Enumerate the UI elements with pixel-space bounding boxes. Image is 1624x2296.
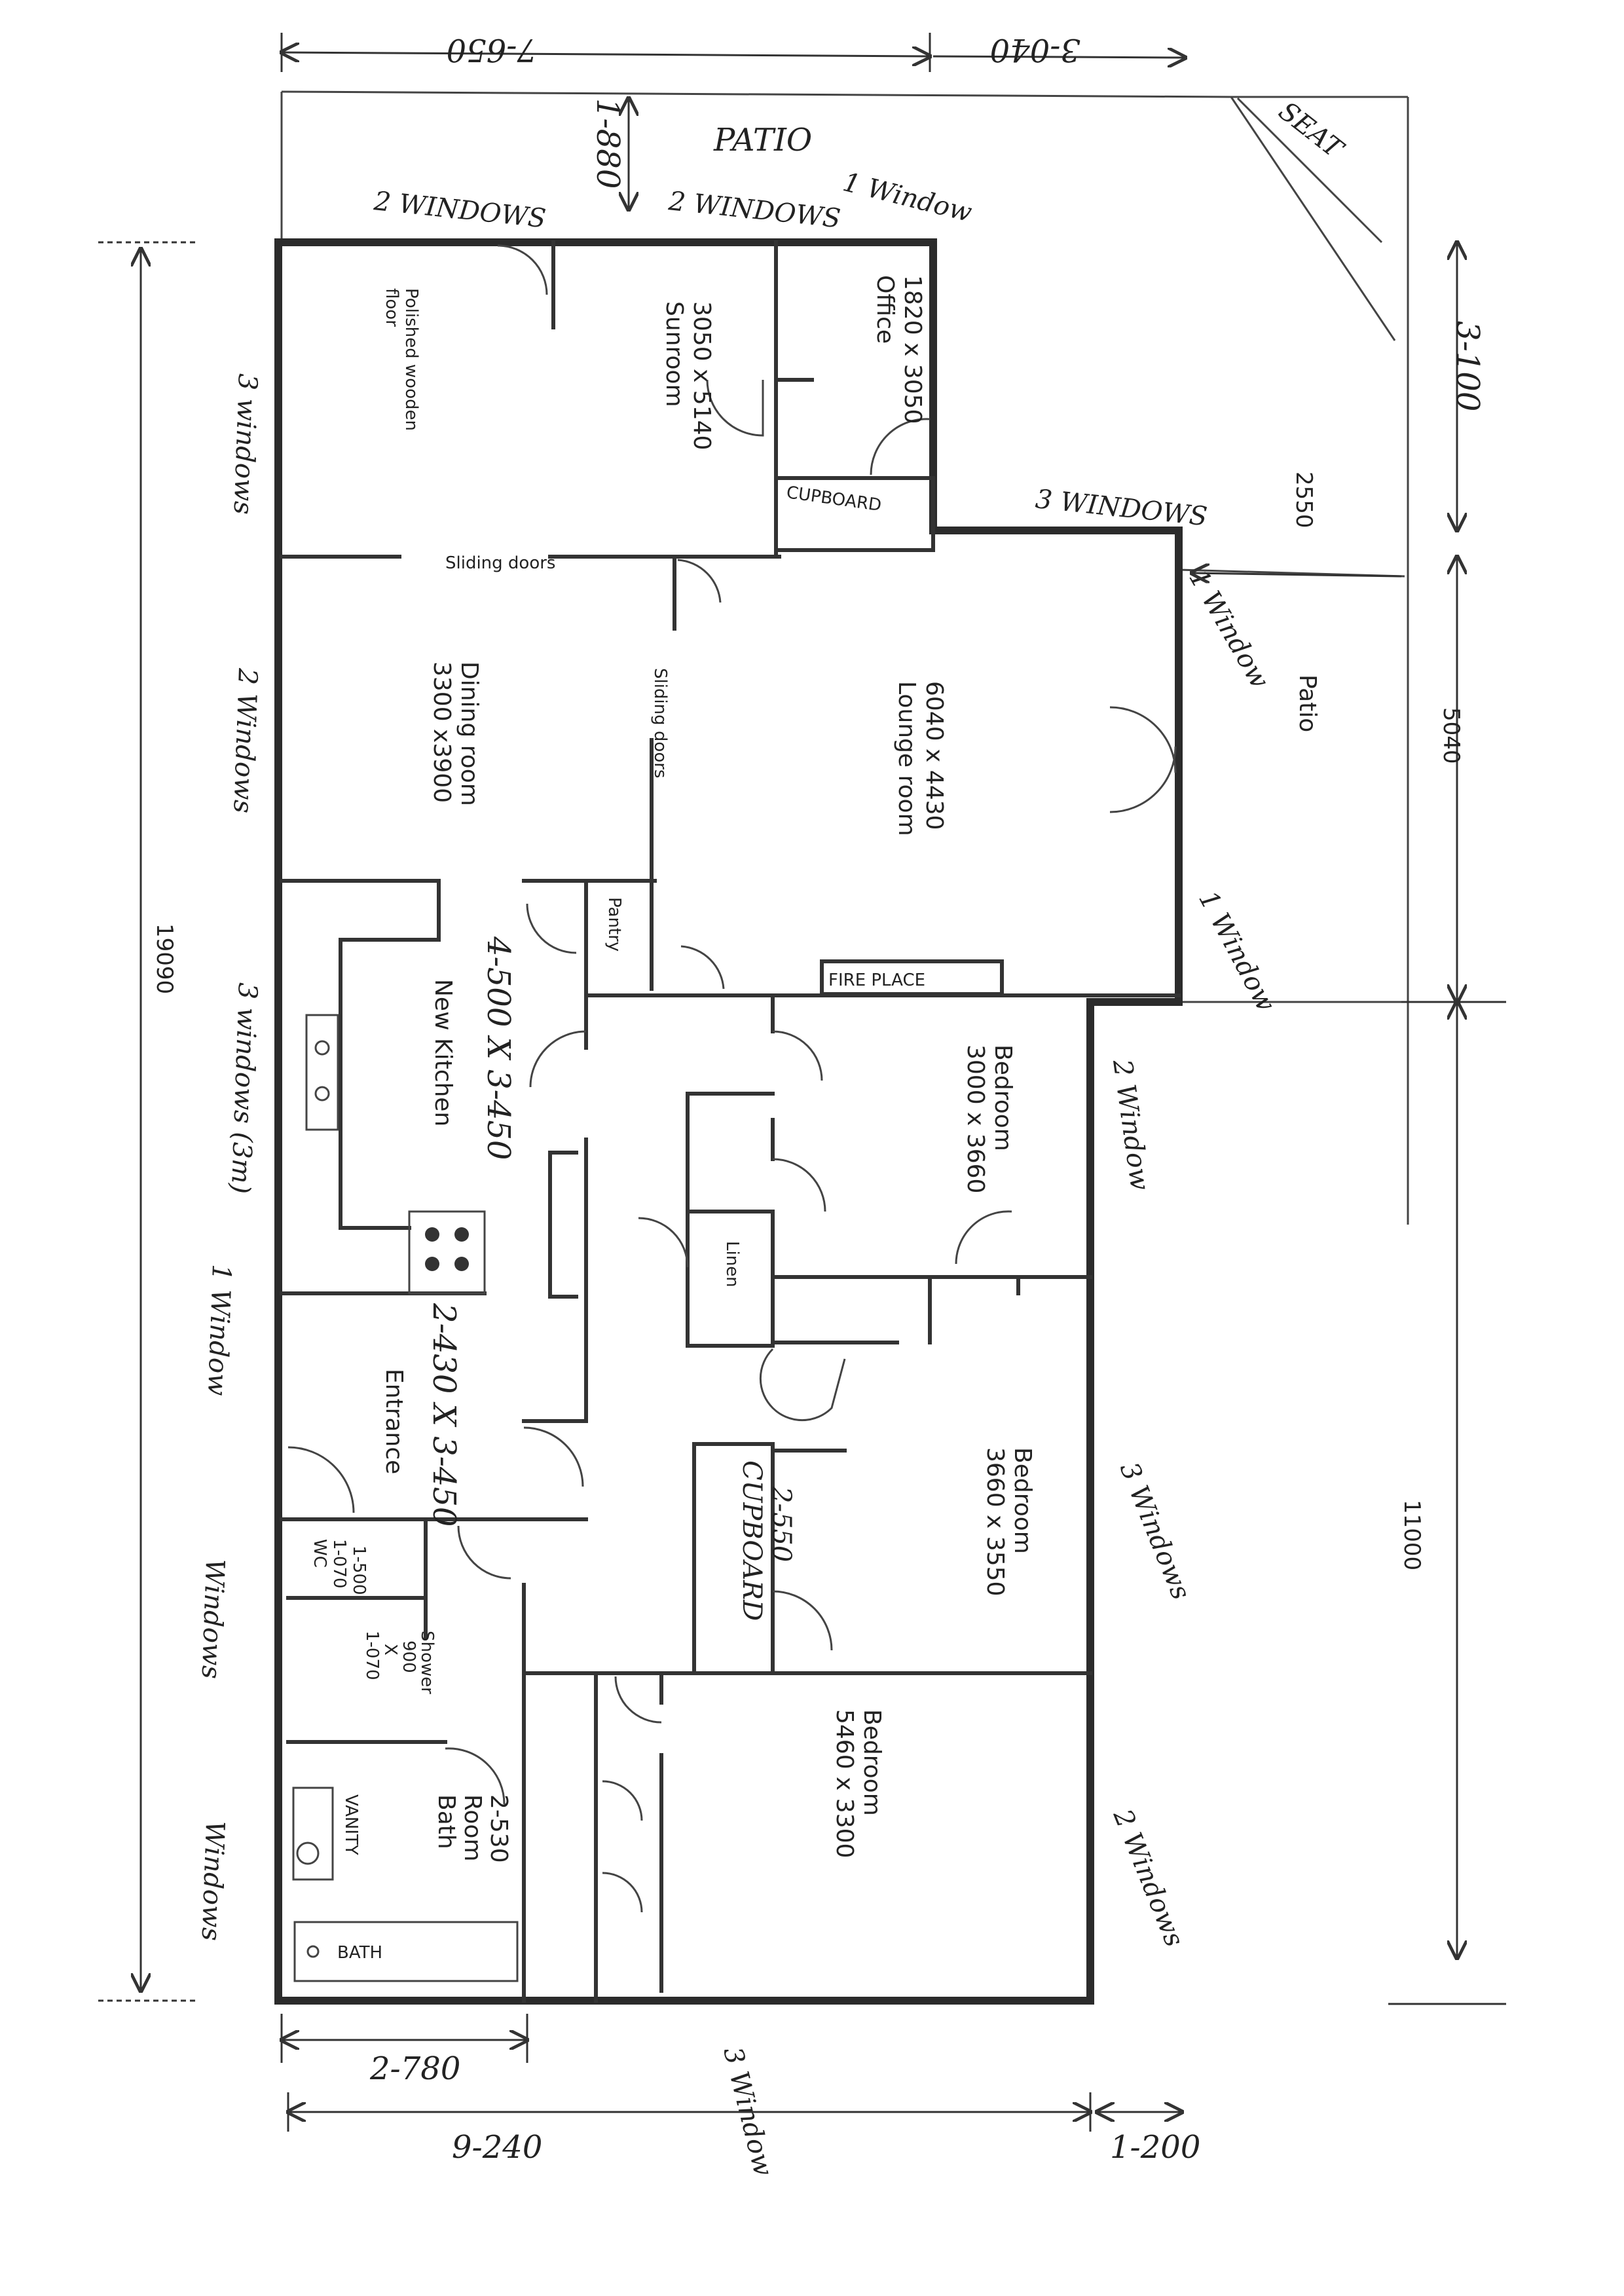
dim-patio-width: 2550 [1291, 472, 1317, 528]
pantry-label: Pantry [604, 897, 624, 952]
svg-text:2 Windows: 2 Windows [227, 667, 263, 814]
sliding-doors-horizontal-label: Sliding doors [445, 553, 555, 573]
svg-text:1 Window: 1 Window [840, 167, 975, 228]
patio-outline [280, 90, 1409, 1225]
cupboard-mid-label: CUPBOARD2-550 [737, 1460, 796, 1621]
bath-tub-label: BATH [337, 1943, 382, 1963]
dim-top-right: 3-040 [990, 31, 1080, 68]
svg-text:3 windows: 3 windows [227, 373, 262, 515]
kitchen-label: New Kitchen [430, 979, 456, 1126]
patio-top-label: PATIO [713, 122, 812, 158]
svg-text:1 Window: 1 Window [202, 1264, 236, 1397]
svg-text:2 Windows: 2 Windows [1107, 1805, 1189, 1952]
dim-bottom-long: 9-240 [452, 2129, 542, 2166]
doors [287, 244, 1177, 1913]
svg-text:1 Window: 1 Window [1183, 565, 1274, 694]
fixtures [292, 1014, 519, 1982]
cupboard-top-label: CUPBOARD [785, 483, 883, 515]
dim-left-total: 19090 [151, 923, 177, 994]
svg-text:3 WINDOWS: 3 WINDOWS [1034, 484, 1209, 532]
entrance-dim-label: 2-430 X 3-450 [426, 1303, 462, 1527]
svg-text:3 Windows: 3 Windows [1114, 1458, 1196, 1604]
svg-text:1 Window: 1 Window [1192, 886, 1281, 1016]
vanity-label: VANITY [341, 1794, 361, 1855]
lounge-room-label: 6040 x 4430Lounge room [893, 681, 948, 836]
dim-bottom-right: 1-200 [1110, 2129, 1200, 2166]
dimension-lines: 7-650 3-040 3-100 2550 5040 11000 19090 … [98, 31, 1506, 2166]
linen-label: Linen [722, 1241, 742, 1287]
polished-floor-label: Polished woodenfloor [382, 288, 421, 431]
dining-room-label: Dining room3300 x3900 [428, 661, 483, 806]
fireplace-label: FIRE PLACE [828, 971, 925, 990]
patio-right-label: Patio [1294, 675, 1321, 732]
room-labels: Polished woodenfloor Sunroom3050 x 5140 … [310, 275, 1036, 1963]
interior-walls [280, 240, 1181, 2003]
seat-label: SEAT [1273, 96, 1350, 166]
svg-text:3 windows (3m): 3 windows (3m) [225, 982, 263, 1194]
wc-label: WC1-0701-500 [310, 1539, 369, 1595]
sunroom-label: Sunroom3050 x 5140 [661, 301, 715, 450]
dim-top-left: 7-650 [447, 31, 537, 68]
office-label: Office1820 x 3050 [872, 275, 926, 424]
dim-right-upper: 3-100 [1449, 321, 1486, 411]
svg-text:2 WINDOWS: 2 WINDOWS [667, 186, 842, 234]
kitchen-dim-label: 4-500 X 3-450 [480, 936, 517, 1160]
exterior-walls [274, 238, 1183, 2005]
shower-label: 1-070X900Shower [362, 1631, 437, 1694]
svg-text:Windows: Windows [196, 1821, 230, 1942]
bedroom1-label: Bedroom3000 x 3660 [962, 1045, 1016, 1193]
svg-text:2 WINDOWS: 2 WINDOWS [372, 186, 547, 234]
bedroom2-label: Bedroom3660 x 3550 [982, 1447, 1036, 1596]
entrance-label: Entrance [380, 1369, 407, 1474]
bedroom3-label: Bedroom5460 x 3300 [831, 1709, 885, 1858]
dim-bottom-short: 2-780 [369, 2050, 460, 2087]
svg-text:2 Window: 2 Window [1107, 1057, 1155, 1192]
svg-text:Windows: Windows [196, 1559, 230, 1680]
dim-right-lower: 11000 [1399, 1500, 1425, 1570]
window-labels: 2 WINDOWS 2 WINDOWS 1 Window 3 WINDOWS 1… [196, 167, 1282, 2179]
patio-top-depth: 1-880 [589, 98, 626, 189]
bathroom-label: BathRoom2-530 [433, 1794, 512, 1863]
sliding-doors-vertical-label: Sliding doors [650, 668, 670, 778]
dim-right-mid: 5040 [1438, 707, 1464, 764]
